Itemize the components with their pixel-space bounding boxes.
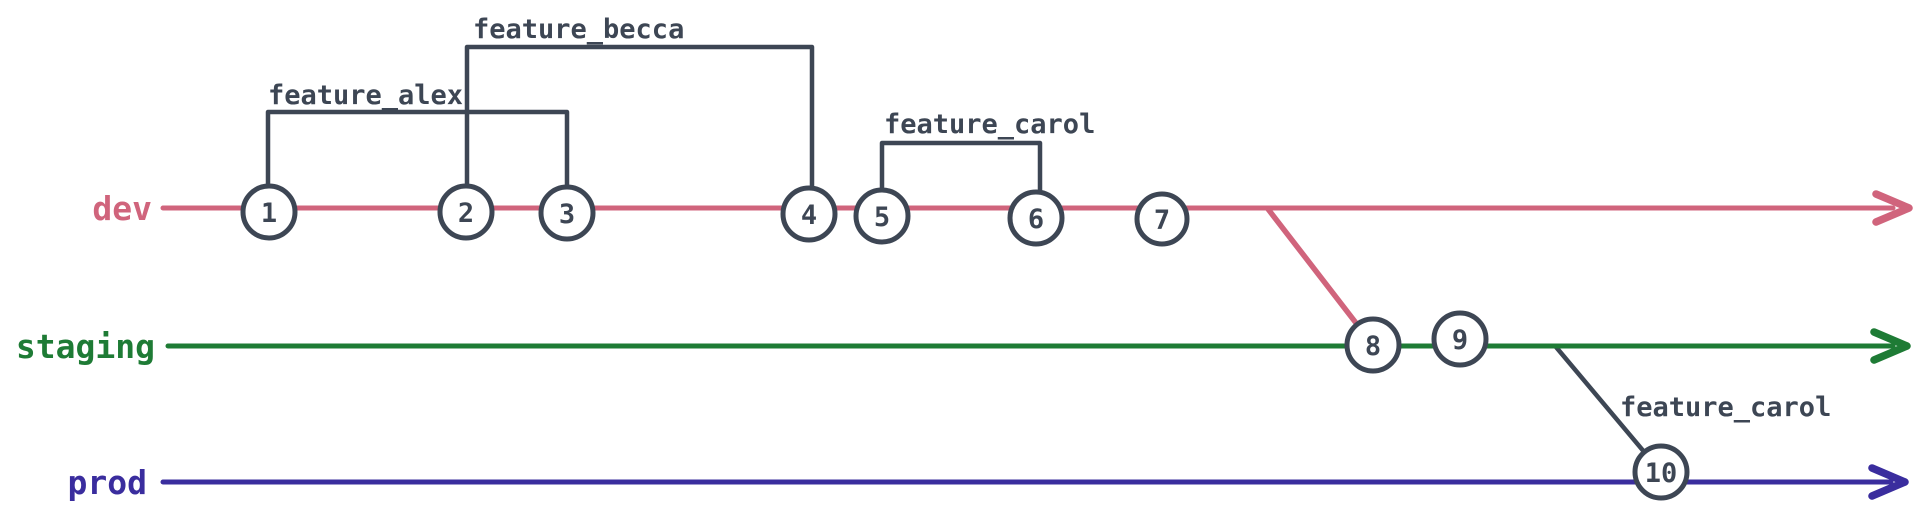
commit-number: 3	[559, 199, 575, 230]
commit-number: 8	[1365, 331, 1381, 362]
feature-becca-label: feature_becca	[473, 14, 684, 45]
commit-number: 2	[458, 198, 474, 229]
commit-node-4: 4	[780, 185, 838, 243]
feature-carol-prod-label: feature_carol	[1620, 392, 1831, 423]
dev-branch-label: dev	[92, 189, 152, 228]
commit-circle	[1431, 310, 1489, 368]
commit-node-6: 6	[1007, 189, 1065, 247]
commit-circle	[853, 187, 911, 245]
feature-alex-bracket	[265, 109, 570, 195]
commit-circle	[1632, 443, 1690, 501]
commit-node-5: 5	[853, 187, 911, 245]
commit-circle	[1344, 316, 1402, 374]
commit-number: 5	[874, 202, 890, 233]
commit-node-2: 2	[437, 183, 495, 241]
feature-carol-bracket	[879, 140, 1043, 199]
commit-circle	[437, 183, 495, 241]
commit-number: 7	[1154, 205, 1170, 236]
staging-arrowhead-icon	[1870, 328, 1911, 364]
prod-branch-label: prod	[68, 463, 147, 502]
dev-to-staging-merge-line	[1265, 206, 1376, 348]
commit-node-8: 8	[1344, 316, 1402, 374]
commit-node-7: 7	[1134, 191, 1190, 247]
commit-number: 4	[801, 200, 817, 231]
commit-number: 6	[1028, 204, 1044, 235]
commit-circle	[538, 184, 596, 242]
commit-node-3: 3	[538, 184, 596, 242]
commit-circle	[1007, 189, 1065, 247]
commit-number: 1	[261, 198, 277, 229]
commit-node-10: 10	[1632, 443, 1690, 501]
staging-branch-label: staging	[16, 327, 155, 366]
prod-arrowhead-icon	[1868, 464, 1909, 500]
commit-number: 9	[1452, 325, 1468, 356]
commit-node-1: 1	[240, 183, 298, 241]
commit-number: 10	[1645, 458, 1678, 489]
commit-circle	[1134, 191, 1190, 247]
commit-node-9: 9	[1431, 310, 1489, 368]
feature-becca-bracket	[464, 44, 815, 195]
commit-circle	[240, 183, 298, 241]
commit-circle	[780, 185, 838, 243]
feature-carol-label: feature_carol	[884, 109, 1095, 140]
feature-alex-label: feature_alex	[268, 80, 463, 111]
dev-arrowhead-icon	[1872, 190, 1913, 226]
